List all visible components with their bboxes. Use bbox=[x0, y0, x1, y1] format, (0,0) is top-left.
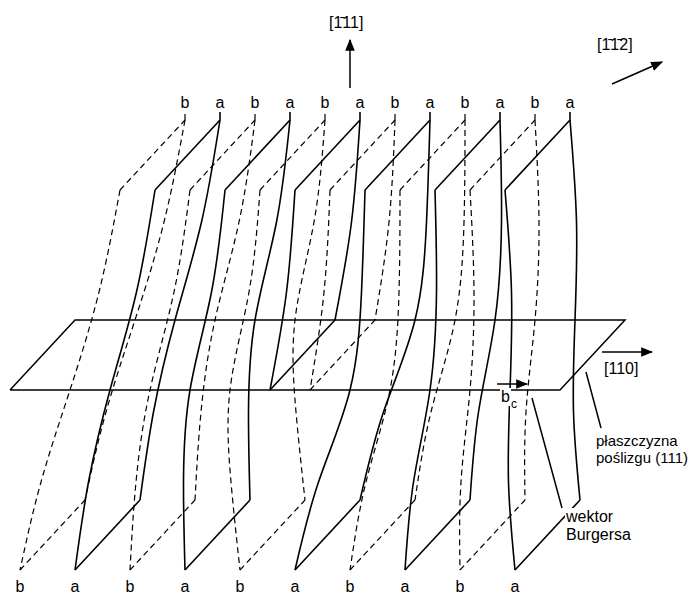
plane-letter: b bbox=[235, 578, 246, 596]
atomic-plane bbox=[505, 112, 580, 570]
plane-letter: b bbox=[455, 578, 466, 596]
plane-edge bbox=[505, 120, 570, 190]
plane-edge bbox=[460, 500, 525, 570]
plane-letter: b bbox=[460, 94, 471, 112]
plane-letter: b bbox=[320, 94, 331, 112]
plane-edge bbox=[295, 190, 365, 570]
plane-edge bbox=[270, 320, 335, 390]
direction-arrow bbox=[612, 62, 662, 84]
plane-letter: b bbox=[125, 578, 136, 596]
plane-edge bbox=[225, 120, 290, 190]
plane-edge bbox=[254, 112, 255, 120]
direction-label: [1̄1̄2] bbox=[596, 36, 634, 54]
plane-edge bbox=[429, 112, 431, 120]
plane-edge bbox=[295, 500, 360, 570]
plane-letter: a bbox=[180, 578, 191, 596]
plane-edge bbox=[499, 112, 501, 120]
plane-letter: a bbox=[565, 94, 576, 112]
plane-edge bbox=[260, 120, 325, 190]
plane-edge bbox=[120, 120, 185, 190]
plane-edge bbox=[228, 190, 260, 570]
plane-letter: a bbox=[285, 94, 296, 112]
plane-edge bbox=[75, 190, 155, 570]
plane-edge bbox=[569, 112, 571, 120]
atomic-plane bbox=[350, 112, 465, 570]
plane-letter: a bbox=[355, 94, 366, 112]
plane-edge bbox=[464, 112, 465, 120]
plane-letter: b bbox=[530, 94, 541, 112]
atomic-plane bbox=[310, 112, 395, 390]
plane-edge bbox=[359, 112, 361, 120]
plane-edge bbox=[310, 320, 375, 390]
plane-edge bbox=[219, 112, 221, 120]
atomic-plane bbox=[295, 112, 430, 570]
plane-label: płaszczyzna poślizgu (111) bbox=[595, 432, 689, 467]
plane-edge bbox=[330, 120, 395, 190]
plane-edge bbox=[470, 120, 535, 190]
plane-edge bbox=[324, 112, 325, 120]
plane-edge bbox=[270, 190, 295, 390]
plane-edge bbox=[350, 190, 400, 570]
atomic-plane bbox=[228, 112, 325, 570]
plane-edge bbox=[183, 190, 225, 570]
leader-line bbox=[532, 398, 562, 508]
plane-edge bbox=[360, 120, 430, 500]
plane-edge bbox=[184, 112, 185, 120]
plane-edge bbox=[525, 120, 539, 500]
atomic-plane bbox=[460, 112, 539, 570]
plane-edge bbox=[240, 500, 305, 570]
atomic-plane bbox=[405, 112, 502, 570]
plane-edge bbox=[310, 190, 330, 390]
plane-letter: b bbox=[390, 94, 401, 112]
plane-letter: a bbox=[495, 94, 506, 112]
atomic-plane bbox=[183, 112, 290, 570]
plane-letter: a bbox=[215, 94, 226, 112]
plane-edge bbox=[155, 120, 220, 190]
direction-arrow bbox=[349, 40, 351, 88]
plane-letter: a bbox=[290, 578, 301, 596]
direction-label: [1̄11] bbox=[328, 14, 364, 32]
plane-edge bbox=[335, 120, 360, 320]
plane-edge bbox=[185, 500, 250, 570]
plane-edge bbox=[415, 120, 465, 500]
plane-edge bbox=[190, 120, 255, 190]
plane-letter: a bbox=[510, 578, 521, 596]
plane-letter: b bbox=[345, 578, 356, 596]
plane-edge bbox=[435, 120, 500, 190]
plane-edge bbox=[400, 120, 465, 190]
plane-letter: a bbox=[400, 578, 411, 596]
plane-letter: b bbox=[15, 578, 26, 596]
atomic-plane bbox=[270, 112, 360, 390]
plane-edge bbox=[460, 190, 474, 570]
plane-letter: b bbox=[250, 94, 261, 112]
atomic-plane bbox=[130, 112, 255, 570]
plane-edge bbox=[20, 500, 85, 570]
plane-edge bbox=[20, 190, 120, 570]
plane-letter: a bbox=[70, 578, 81, 596]
atomic-plane bbox=[20, 112, 185, 570]
plane-edge bbox=[289, 112, 291, 120]
plane-edge bbox=[394, 112, 395, 120]
direction-label: [110] bbox=[603, 360, 639, 378]
plane-edge bbox=[570, 120, 580, 500]
plane-edge bbox=[295, 120, 360, 190]
plane-edge bbox=[505, 190, 515, 570]
plane-edge bbox=[470, 120, 502, 500]
slip-plane bbox=[10, 320, 625, 390]
plane-edge bbox=[375, 120, 395, 320]
leader-line bbox=[586, 372, 601, 428]
vector-subscript: c bbox=[510, 398, 518, 412]
plane-letter: b bbox=[180, 94, 191, 112]
plane-letter: a bbox=[425, 94, 436, 112]
plane-edge bbox=[405, 190, 437, 570]
plane-edge bbox=[534, 112, 535, 120]
plane-edge bbox=[365, 120, 430, 190]
vector-arrow bbox=[497, 383, 527, 385]
plane-edge bbox=[130, 190, 190, 570]
vector-label: wektor Burgersa bbox=[565, 508, 649, 545]
plane-edge bbox=[293, 120, 325, 500]
direction-arrow bbox=[602, 351, 652, 353]
